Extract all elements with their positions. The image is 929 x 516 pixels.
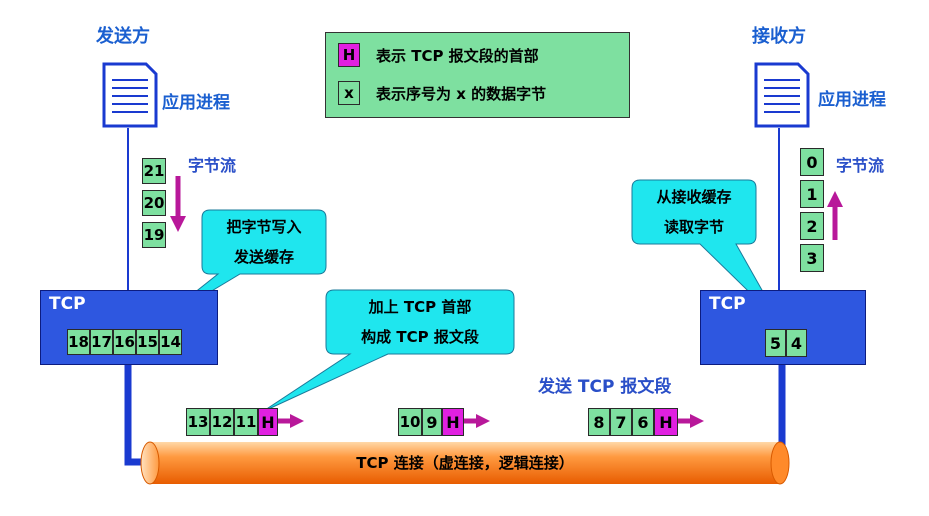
byte-cell: 15 bbox=[136, 329, 159, 355]
byte-cell: 14 bbox=[159, 329, 182, 355]
byte-cell: 18 bbox=[67, 329, 90, 355]
tcp-connection-pipe bbox=[150, 442, 780, 484]
segment-arrow bbox=[678, 414, 704, 428]
segment-header: H bbox=[442, 408, 464, 436]
callout-read-line1: 从接收缓存 bbox=[656, 188, 732, 206]
sender-process-label: 应用进程 bbox=[162, 93, 230, 113]
byte-cell: 20 bbox=[142, 190, 166, 216]
legend-panel: H 表示 TCP 报文段的首部 x 表示序号为 x 的数据字节 bbox=[325, 32, 630, 118]
sender-document-icon bbox=[102, 62, 158, 128]
legend-byte-symbol: x bbox=[338, 81, 360, 105]
pipe-left-cap bbox=[140, 441, 160, 485]
callout-header-line1: 加上 TCP 首部 bbox=[368, 298, 472, 316]
legend-header-symbol: H bbox=[338, 43, 360, 67]
legend-header-text: 表示 TCP 报文段的首部 bbox=[376, 47, 539, 65]
receiver-tcp-box: TCP 5 4 bbox=[700, 290, 866, 365]
segment-header: H bbox=[258, 408, 278, 436]
callout-header-shape bbox=[261, 289, 515, 413]
byte-cell: 12 bbox=[210, 408, 234, 436]
receiver-document-icon bbox=[754, 62, 810, 128]
pipe-right-cap bbox=[770, 441, 790, 485]
tcp-connection-label: TCP 连接（虚连接，逻辑连接） bbox=[356, 454, 574, 472]
callout-read-text: 从接收缓存 读取字节 bbox=[632, 182, 756, 242]
receiver-title: 接收方 bbox=[752, 26, 806, 47]
byte-cell: 10 bbox=[398, 408, 422, 436]
sender-down-arrow-head bbox=[170, 216, 186, 232]
segment-arrow bbox=[278, 414, 304, 428]
byte-cell: 0 bbox=[800, 148, 824, 176]
callout-read-shape bbox=[631, 179, 781, 323]
byte-cell: 4 bbox=[786, 329, 807, 357]
callout-header-text: 加上 TCP 首部 构成 TCP 报文段 bbox=[326, 292, 514, 352]
receiver-up-arrow-head bbox=[827, 191, 843, 207]
byte-cell: 8 bbox=[588, 408, 610, 436]
sender-tcp-box: TCP 18 17 16 15 14 bbox=[40, 290, 218, 365]
receiver-tcp-label: TCP bbox=[709, 294, 746, 314]
segment-header: H bbox=[654, 408, 678, 436]
byte-cell: 19 bbox=[142, 222, 166, 248]
sender-tcp-label: TCP bbox=[49, 294, 86, 314]
receiver-byte-stream-label: 字节流 bbox=[836, 156, 885, 175]
byte-cell: 5 bbox=[765, 329, 786, 357]
byte-cell: 6 bbox=[632, 408, 654, 436]
send-segment-label: 发送 TCP 报文段 bbox=[538, 377, 672, 397]
byte-cell: 13 bbox=[186, 408, 210, 436]
callout-write-text: 把字节写入 发送缓存 bbox=[202, 212, 326, 272]
byte-cell: 11 bbox=[234, 408, 258, 436]
byte-cell: 3 bbox=[800, 244, 824, 272]
legend-byte-text: 表示序号为 x 的数据字节 bbox=[376, 85, 547, 103]
callout-write-line1: 把字节写入 bbox=[226, 218, 302, 236]
byte-cell: 9 bbox=[422, 408, 442, 436]
byte-cell: 21 bbox=[142, 158, 166, 184]
callout-read-line2: 读取字节 bbox=[663, 218, 724, 236]
callout-write-line2: 发送缓存 bbox=[233, 248, 294, 266]
receiver-process-label: 应用进程 bbox=[818, 90, 886, 110]
sender-byte-stream-label: 字节流 bbox=[188, 156, 237, 175]
byte-cell: 16 bbox=[113, 329, 136, 355]
sender-title: 发送方 bbox=[96, 26, 150, 47]
segment-arrow bbox=[464, 414, 490, 428]
byte-cell: 2 bbox=[800, 212, 824, 240]
byte-cell: 17 bbox=[90, 329, 113, 355]
byte-cell: 7 bbox=[610, 408, 632, 436]
byte-cell: 1 bbox=[800, 180, 824, 208]
callout-header-line2: 构成 TCP 报文段 bbox=[361, 328, 479, 346]
